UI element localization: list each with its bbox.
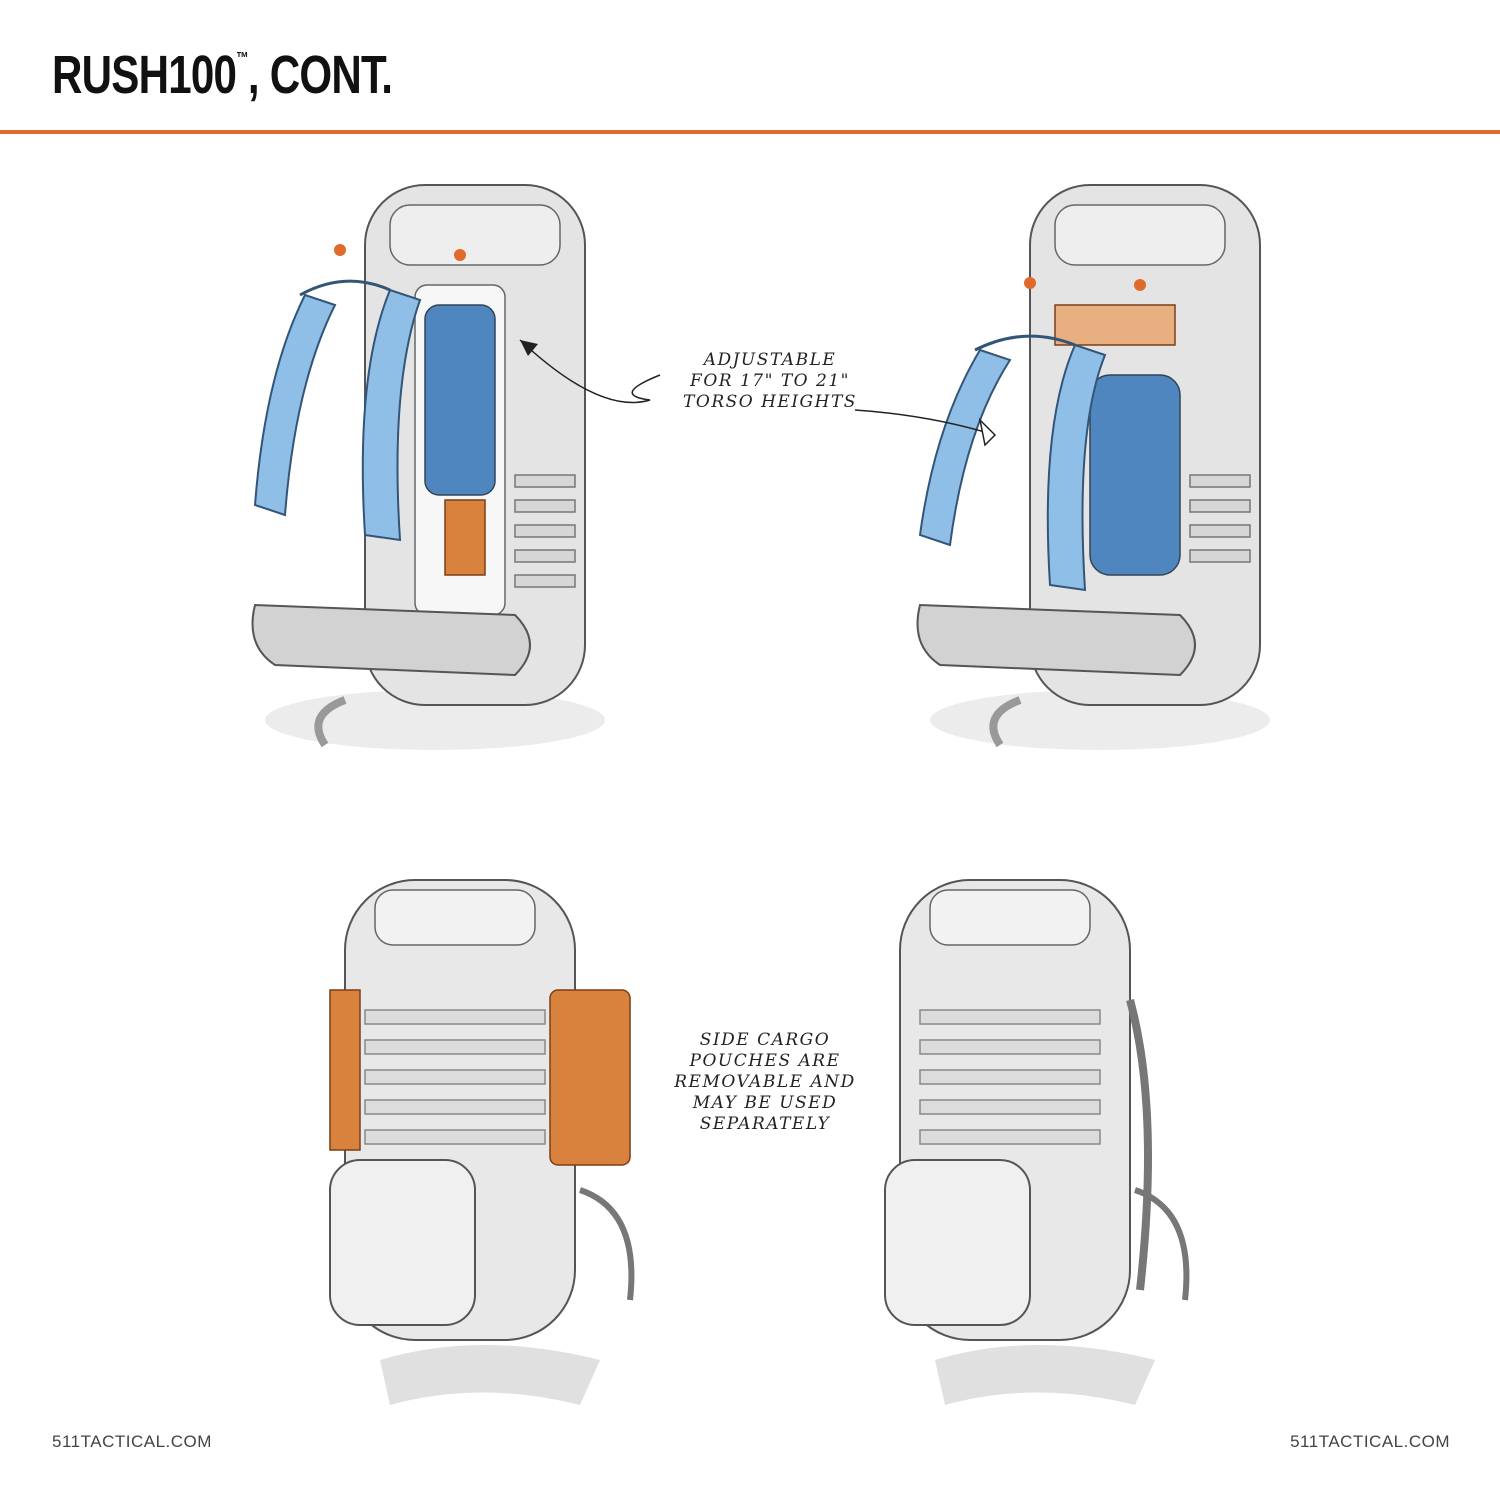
callout-line: SIDE CARGO: [699, 1030, 831, 1050]
footer-url-left[interactable]: 511TACTICAL.COM: [52, 1432, 212, 1451]
page-title: RUSH100™, CONT.: [52, 44, 393, 106]
callout-line: FOR 17" TO 21": [690, 371, 850, 391]
trademark: ™: [236, 50, 248, 67]
backpack-front-with-pouches-illustration: [329, 879, 635, 1405]
callout-line: SEPARATELY: [699, 1114, 831, 1134]
callout-line: POUCHES ARE: [689, 1051, 841, 1071]
callout-line: REMOVABLE AND: [674, 1072, 856, 1092]
title-suffix: , CONT.: [247, 45, 393, 105]
backpack-rear-lowered-illustration: [251, 184, 605, 750]
torso-callout-arrows: [519, 339, 997, 447]
callout-line: ADJUSTABLE: [703, 350, 837, 370]
side-pouches-callout: SIDE CARGO POUCHES ARE REMOVABLE AND MAY…: [660, 1030, 870, 1135]
backpack-rear-raised-illustration: [916, 184, 1270, 750]
torso-adjust-callout: ADJUSTABLE FOR 17" TO 21" TORSO HEIGHTS: [655, 350, 885, 413]
header-rule: [0, 130, 1500, 134]
footer-url-right[interactable]: 511TACTICAL.COM: [1290, 1432, 1450, 1451]
callout-line: MAY BE USED: [692, 1093, 838, 1113]
callout-line: TORSO HEIGHTS: [683, 392, 857, 412]
backpack-front-without-pouches-illustration: [884, 879, 1190, 1405]
title-main: RUSH100: [52, 45, 237, 105]
